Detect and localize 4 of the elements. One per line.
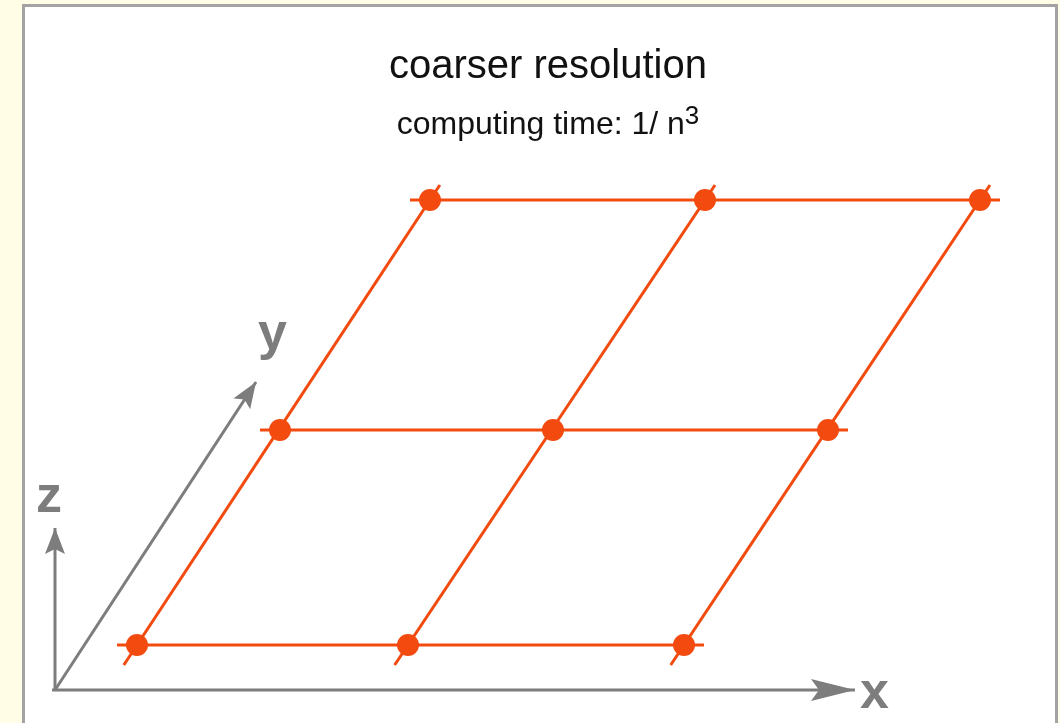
title: coarser resolution (388, 42, 708, 86)
axis-label: x (860, 664, 889, 716)
subtitle: computing time: 1/ n$^{3}$ (396, 106, 700, 142)
axis-label: z (36, 468, 62, 520)
